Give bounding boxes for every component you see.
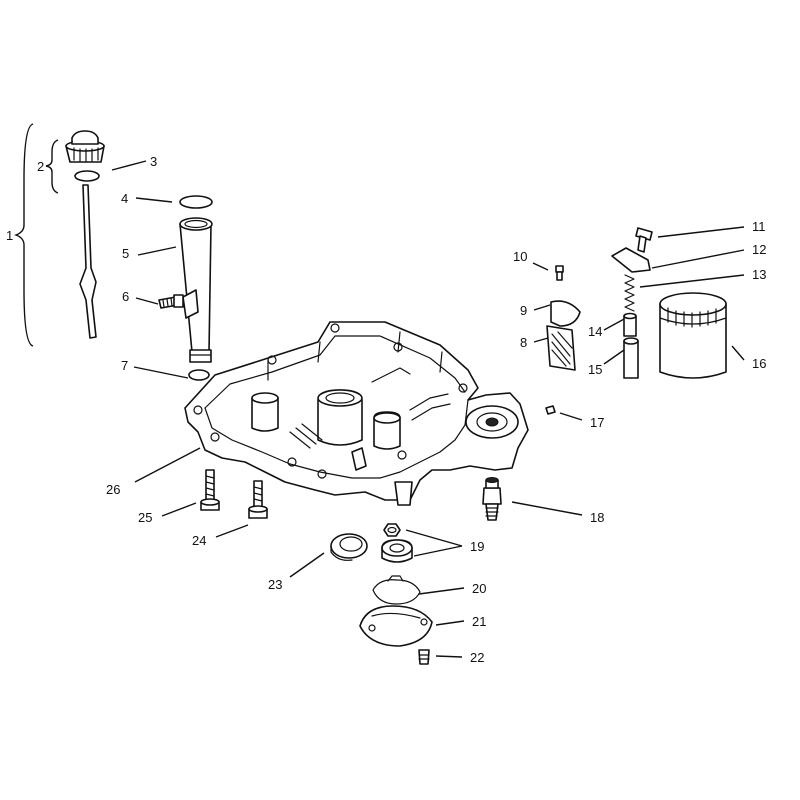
tube-15 xyxy=(623,337,639,379)
callout-21: 21 xyxy=(472,614,486,629)
bracket-12 xyxy=(611,247,651,273)
callout-15: 15 xyxy=(588,362,602,377)
oil-seal xyxy=(330,533,368,561)
callout-8: 8 xyxy=(520,335,527,350)
oil-pressure-switch xyxy=(482,477,502,521)
callout-1: 1 xyxy=(6,228,13,243)
callout-16: 16 xyxy=(752,356,766,371)
callout-25: 25 xyxy=(138,510,152,525)
callout-22: 22 xyxy=(470,650,484,665)
callout-26: 26 xyxy=(106,482,120,497)
oil-pump-inner-gear xyxy=(383,523,401,537)
callout-12: 12 xyxy=(752,242,766,257)
callout-23: 23 xyxy=(268,577,282,592)
leader-lines xyxy=(14,123,745,658)
bolt-short xyxy=(248,480,268,519)
callout-20: 20 xyxy=(472,581,486,596)
callout-3: 3 xyxy=(150,154,157,169)
callout-7: 7 xyxy=(121,358,128,373)
pipe-plug xyxy=(545,405,556,415)
callout-9: 9 xyxy=(520,303,527,318)
callout-10: 10 xyxy=(513,249,527,264)
screw-11 xyxy=(635,227,653,253)
callout-19: 19 xyxy=(470,539,484,554)
callout-4: 4 xyxy=(121,191,128,206)
dipstick-cap xyxy=(65,130,105,163)
dipstick-o-ring xyxy=(74,170,100,182)
fill-tube-o-ring-bottom xyxy=(188,369,210,381)
bracket-9 xyxy=(550,300,581,327)
fill-tube-o-ring-top xyxy=(179,195,213,209)
bolt-long xyxy=(200,469,220,511)
dipstick-rod xyxy=(79,184,97,339)
oil-fill-tube xyxy=(179,217,213,363)
cover-screw xyxy=(418,649,430,665)
callout-24: 24 xyxy=(192,533,206,548)
callout-labels: 1 2 3 4 5 6 7 8 9 10 11 12 13 14 15 16 1… xyxy=(6,154,766,665)
spring-13 xyxy=(624,274,635,312)
oil-pump-gasket xyxy=(372,575,421,605)
callout-11: 11 xyxy=(752,219,766,234)
oil-pump-cover xyxy=(359,605,433,647)
callout-18: 18 xyxy=(590,510,604,525)
sleeve-14 xyxy=(623,312,637,337)
callout-5: 5 xyxy=(122,246,129,261)
callout-14: 14 xyxy=(588,324,602,339)
screw-10 xyxy=(555,265,564,281)
callout-2: 2 xyxy=(37,159,44,174)
oil-filter xyxy=(659,292,727,379)
fill-tube-screw xyxy=(158,294,184,309)
oil-pan xyxy=(184,321,529,506)
oil-pump-outer-gear xyxy=(381,539,413,563)
callout-13: 13 xyxy=(752,267,766,282)
filter-element-8 xyxy=(546,325,576,371)
callout-17: 17 xyxy=(590,415,604,430)
callout-6: 6 xyxy=(122,289,129,304)
